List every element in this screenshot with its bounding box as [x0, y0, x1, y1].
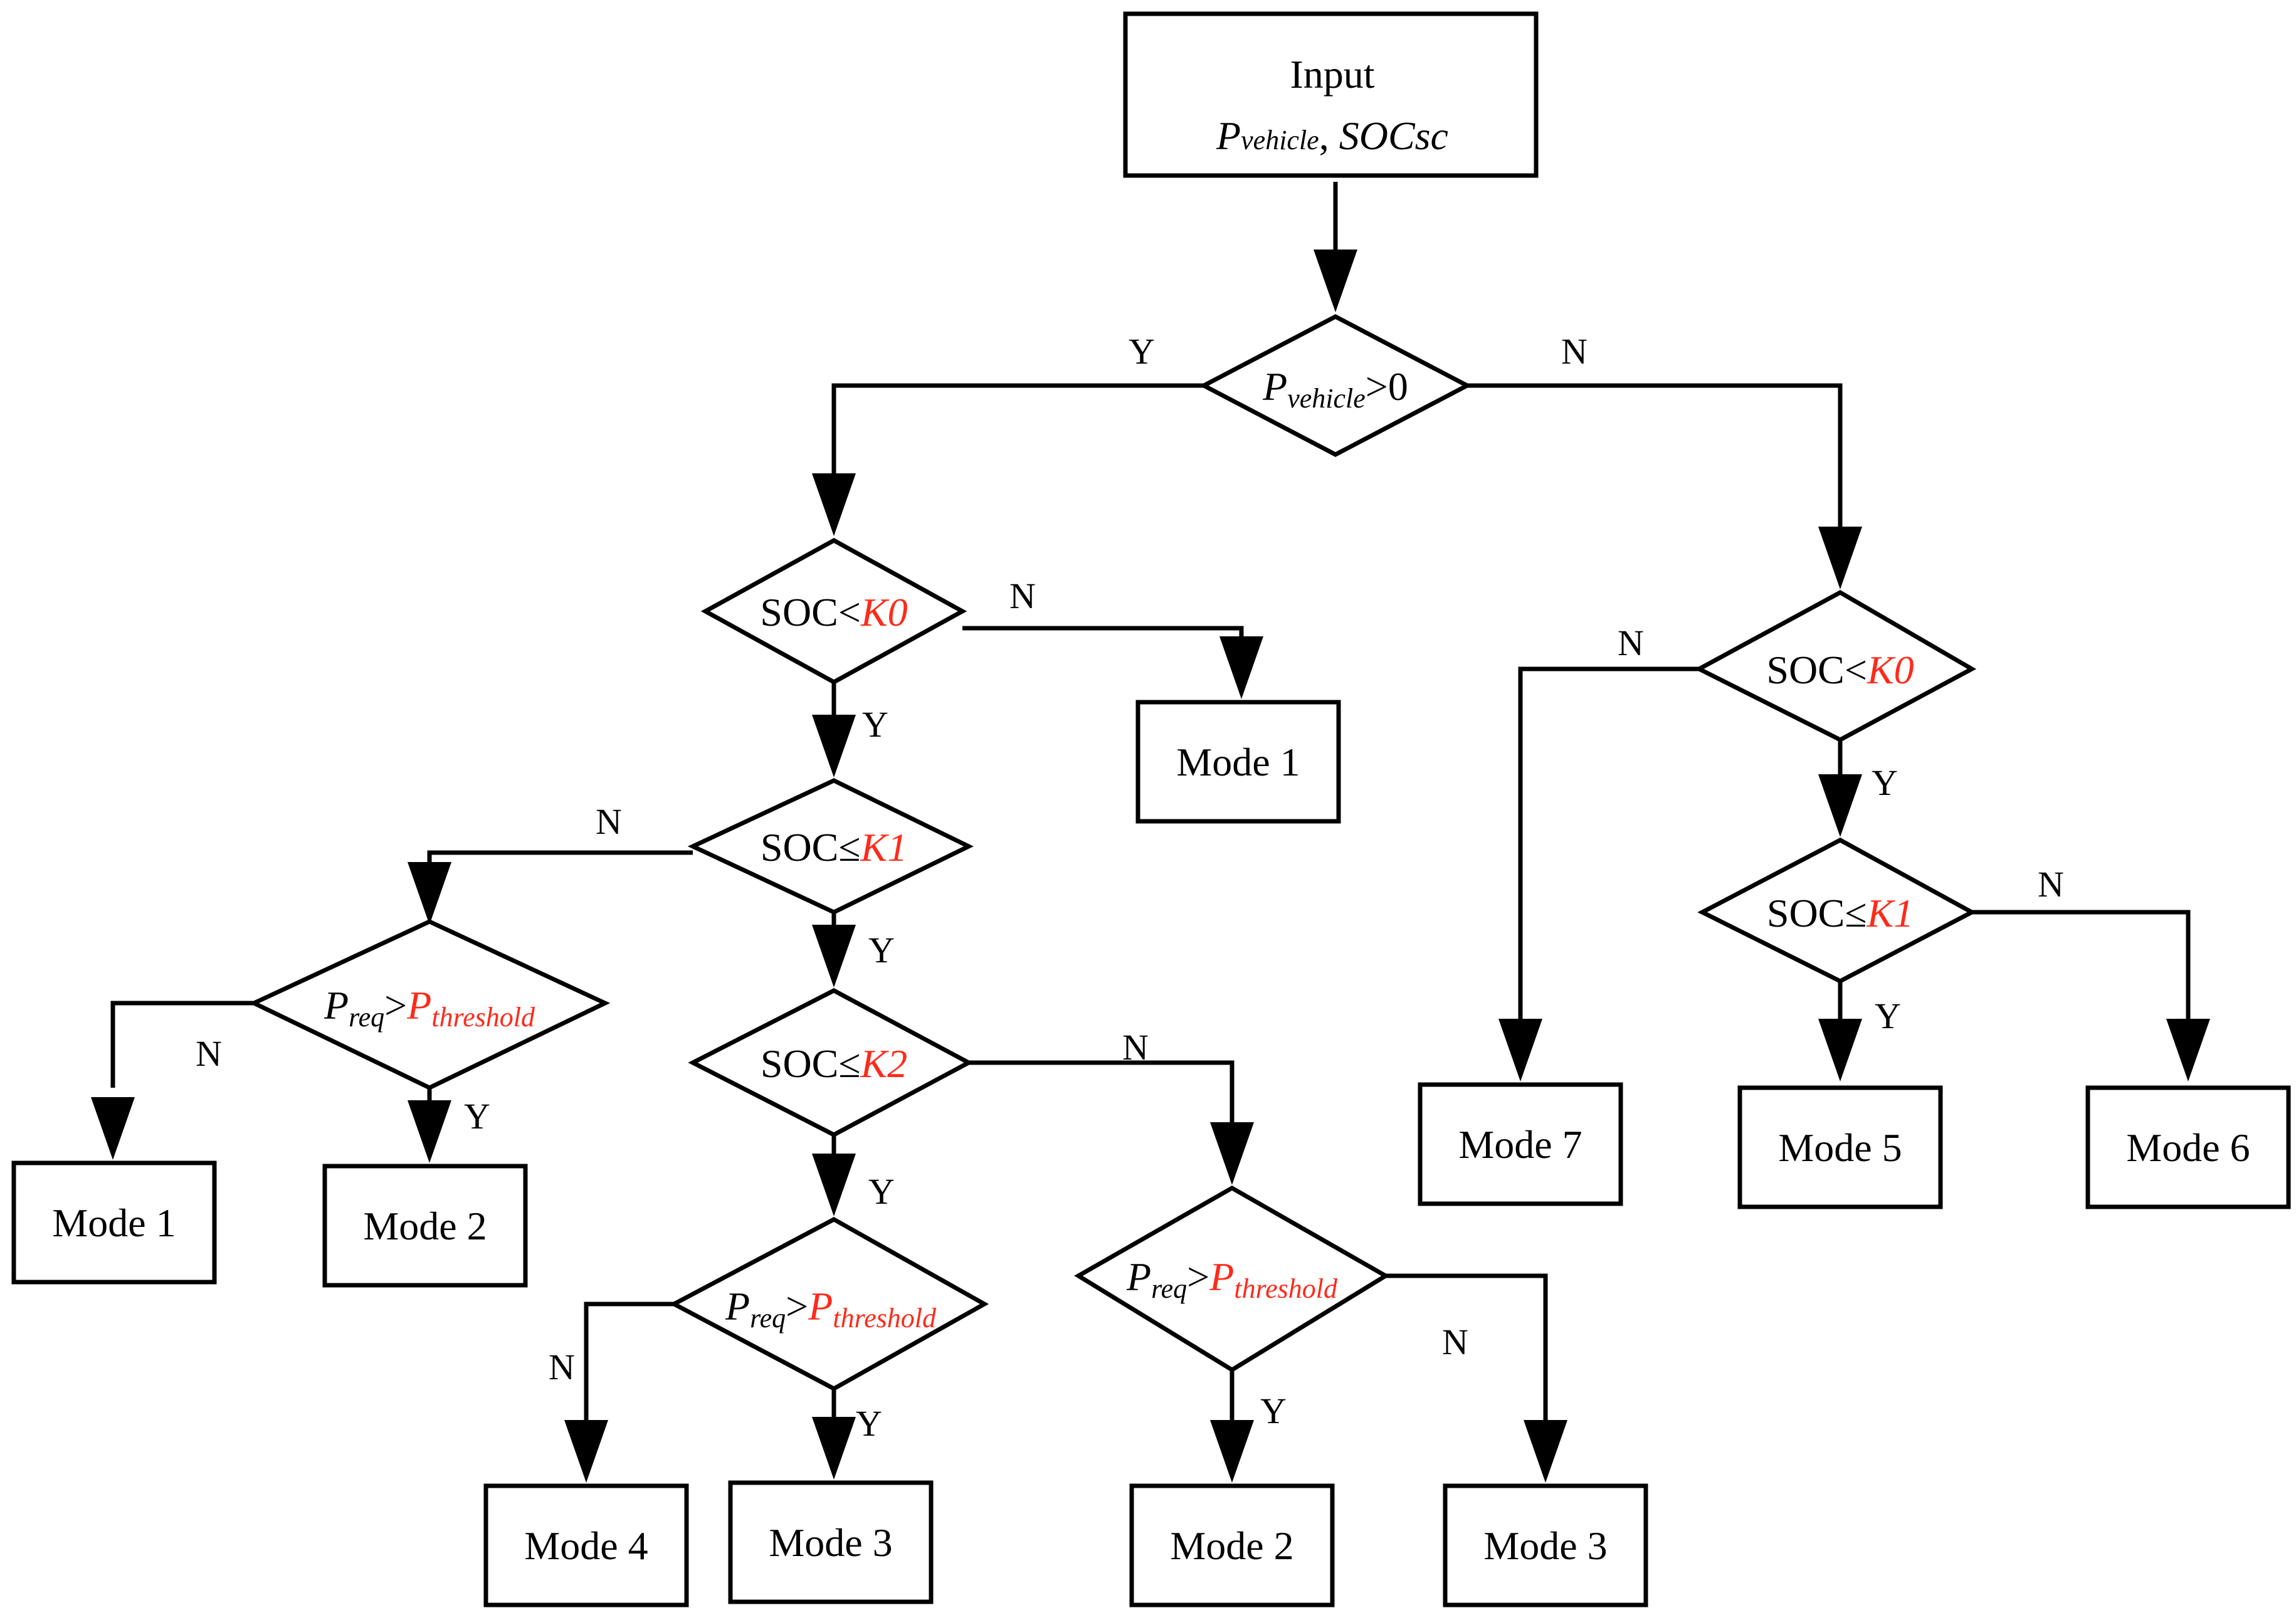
decision-left-soc-k1-label: SOC≤K1: [761, 825, 907, 870]
arrowhead: [1818, 527, 1862, 589]
svg-text:Mode 2: Mode 2: [363, 1204, 487, 1248]
connector-left-k1-no: [427, 850, 693, 878]
svg-text:Mode 3: Mode 3: [769, 1520, 892, 1565]
arrowhead: [1210, 1122, 1254, 1185]
branch-label-yes: Y: [1129, 331, 1155, 372]
arrowhead: [2166, 1019, 2210, 1081]
branch-label-no: N: [1442, 1322, 1468, 1362]
arrowhead: [812, 473, 856, 536]
decision-preq-b-label: Preq>Pthreshold: [725, 1284, 937, 1333]
branch-label-yes: Y: [868, 1171, 895, 1212]
connector-right-k0-no: [1518, 666, 1699, 1038]
branch-label-yes: Y: [1875, 996, 1901, 1036]
decision-left-soc-k0: SOC<K0: [700, 538, 967, 685]
mode-box-left-1: Mode 1: [11, 1160, 217, 1285]
arrowhead: [408, 1100, 451, 1163]
branch-label-yes: Y: [1260, 1391, 1287, 1431]
arrowhead: [1818, 1019, 1862, 1081]
decision-preq-a: Preq>Pthreshold: [248, 919, 611, 1090]
connector-right-k1-no: [1972, 910, 2191, 1028]
decision-preq-c: Preq>Pthreshold: [1074, 1185, 1390, 1373]
branch-label-yes: Y: [464, 1096, 490, 1137]
connectors: [110, 182, 2191, 1423]
decision-right-soc-k0: SOC<K0: [1694, 589, 1977, 742]
decision-right-soc-k1: SOC≤K1: [1697, 838, 1977, 984]
arrowhead: [408, 862, 451, 925]
mode-box-right-6: Mode 6: [2085, 1085, 2291, 1209]
mode-box-bottom-3b: Mode 3: [1443, 1483, 1648, 1607]
branch-label-yes: Y: [1872, 762, 1898, 803]
arrowhead: [1498, 1019, 1542, 1081]
svg-text:Mode 1: Mode 1: [1176, 740, 1300, 784]
connector-preq-b-no: [584, 1302, 674, 1423]
svg-text:Mode 5: Mode 5: [1778, 1125, 1902, 1170]
connector-left-k2-no: [962, 1060, 1235, 1128]
mode-box-right-5: Mode 5: [1737, 1085, 1943, 1209]
svg-text:Mode 7: Mode 7: [1458, 1122, 1582, 1167]
arrowhead: [1210, 1420, 1254, 1483]
decision-right-soc-k0-label: SOC<K0: [1766, 648, 1914, 692]
branch-label-yes: Y: [856, 1403, 882, 1444]
svg-text:Mode 6: Mode 6: [2126, 1125, 2250, 1170]
connector-power-no: [1467, 383, 1843, 539]
arrowhead: [1524, 1420, 1567, 1483]
decision-power-label: Pvehicle>0: [1262, 364, 1408, 414]
svg-text:Mode 3: Mode 3: [1483, 1523, 1607, 1568]
mode-box-bottom-4: Mode 4: [483, 1483, 689, 1607]
branch-labels: Y N N Y N Y N Y N Y N Y Y N N Y N Y: [196, 331, 2064, 1444]
branch-label-no: N: [1122, 1027, 1149, 1068]
arrowhead: [1219, 636, 1263, 699]
arrowhead: [1314, 250, 1357, 312]
svg-text:Mode 2: Mode 2: [1170, 1523, 1293, 1568]
branch-label-yes: Y: [862, 704, 888, 745]
decision-left-soc-k2-label: SOC≤K2: [761, 1041, 907, 1086]
arrowhead: [91, 1097, 135, 1160]
arrowhead: [1818, 774, 1862, 837]
connector-left-k0-no: [962, 626, 1244, 649]
arrowhead: [812, 1417, 856, 1480]
decision-preq-b: Preq>Pthreshold: [669, 1217, 989, 1391]
decision-left-soc-k1: SOC≤K1: [687, 778, 974, 915]
arrowheads: [91, 250, 2210, 1483]
connector-preq-a-no: [110, 1001, 254, 1088]
branch-label-no: N: [2038, 864, 2064, 905]
decision-preq-c-label: Preq>Pthreshold: [1126, 1254, 1338, 1304]
input-box: Input Pvehicle, SOCsc: [1123, 11, 1539, 178]
input-variables: Pvehicle, SOCsc: [1216, 113, 1448, 158]
branch-label-no: N: [1618, 623, 1644, 663]
input-label: Input: [1290, 52, 1374, 97]
arrowhead: [812, 925, 856, 987]
connector-power-yes: [831, 383, 1204, 486]
svg-text:Mode 4: Mode 4: [524, 1523, 648, 1568]
connector-preq-c-no: [1386, 1273, 1548, 1423]
decision-power: Pvehicle>0: [1199, 314, 1472, 457]
decision-right-soc-k1-label: SOC≤K1: [1767, 891, 1914, 935]
branch-label-no: N: [196, 1033, 222, 1074]
mode-box-top-1: Mode 1: [1135, 700, 1341, 824]
branch-label-no: N: [1009, 576, 1036, 616]
arrowhead: [564, 1420, 608, 1483]
decision-preq-a-label: Preq>Pthreshold: [324, 983, 535, 1033]
branch-label-no: N: [1561, 331, 1588, 372]
mode-box-left-2: Mode 2: [322, 1164, 528, 1288]
mode-box-bottom-2: Mode 2: [1129, 1483, 1335, 1607]
branch-label-no: N: [596, 801, 622, 842]
mode-box-right-7: Mode 7: [1418, 1082, 1623, 1206]
arrowhead: [812, 1154, 856, 1216]
arrowhead: [812, 715, 856, 777]
decision-left-soc-k2: SOC≤K2: [688, 988, 974, 1137]
mode-box-bottom-3a: Mode 3: [728, 1480, 934, 1604]
decision-left-soc-k0-label: SOC<K0: [760, 590, 907, 634]
branch-label-no: N: [549, 1347, 575, 1387]
svg-text:Mode 1: Mode 1: [52, 1201, 176, 1245]
branch-label-yes: Y: [868, 930, 895, 970]
